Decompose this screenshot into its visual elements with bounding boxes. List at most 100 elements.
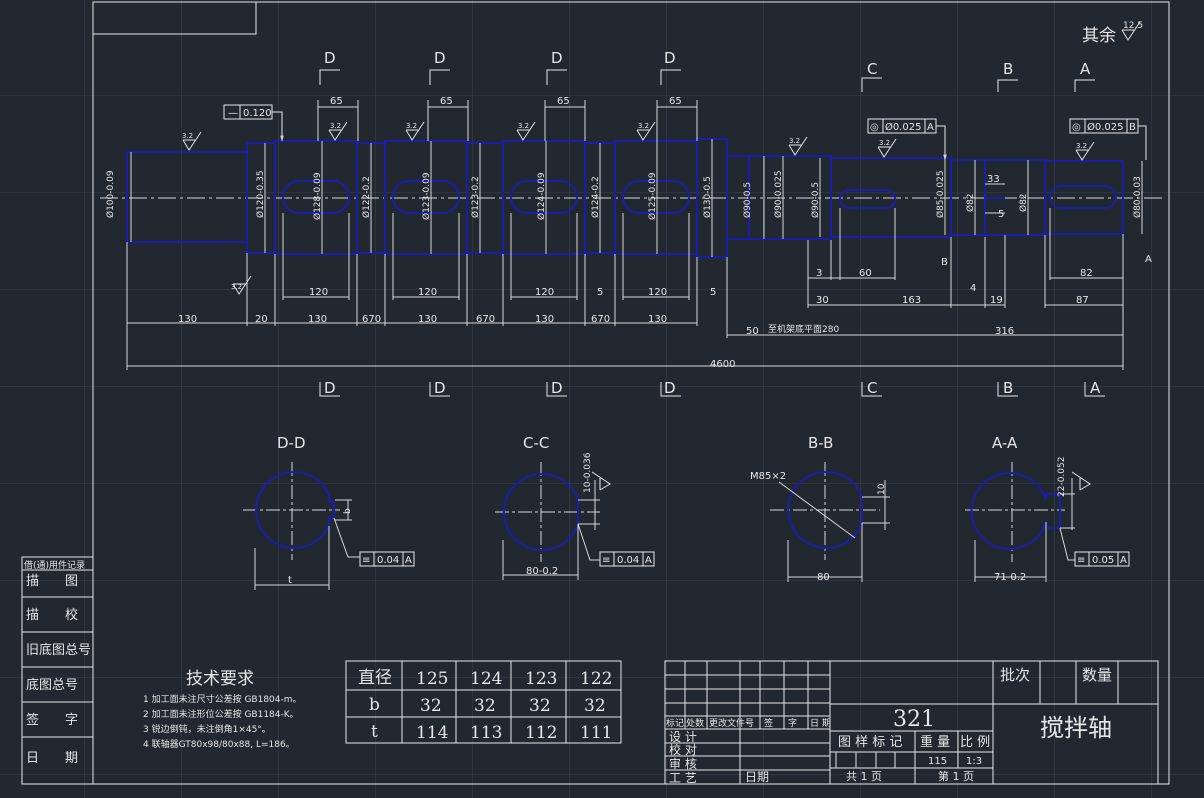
svg-text:0.04: 0.04 xyxy=(377,555,399,566)
dia-122: Ø122-0.2 xyxy=(361,176,372,218)
key-th-1: 125 xyxy=(416,669,448,689)
scale-value: 1:3 xyxy=(966,756,982,767)
dim-lower-130a: 130 xyxy=(178,314,197,325)
dim-total: 4600 xyxy=(710,359,735,370)
marker-Bb: B xyxy=(1003,379,1013,397)
dia-90c: Ø90-0.5 xyxy=(810,182,821,218)
shaft xyxy=(100,138,1165,258)
tech-requirements: 技术要求 1 加工面未注尺寸公差按 GB1804-m。 2 加工面未注形位公差按… xyxy=(143,669,302,750)
key-td-t4: 111 xyxy=(580,723,612,743)
dim-note-280: 至机架底平面280 xyxy=(768,323,839,335)
marker-Ab: A xyxy=(1090,379,1101,397)
keyway-4 xyxy=(622,180,690,214)
tech-req-title: 技术要求 xyxy=(186,669,254,689)
svg-text:C-C: C-C xyxy=(523,434,549,452)
keyway-2 xyxy=(392,180,460,214)
marker-B: B xyxy=(1003,60,1013,78)
key-td-t: t xyxy=(371,722,378,742)
dim-33: 33 xyxy=(987,174,1000,185)
dim-lower-670a: 670 xyxy=(362,314,381,325)
marker-A: A xyxy=(1080,60,1091,78)
dia-100: Ø100-0.09 xyxy=(105,170,116,218)
svg-text:80-0.2: 80-0.2 xyxy=(526,566,558,577)
keyway-1 xyxy=(282,180,350,214)
dia-125: Ø125-0.09 xyxy=(647,172,658,220)
part-name: 搅拌轴 xyxy=(1040,714,1112,742)
svg-text:B-B: B-B xyxy=(808,434,833,452)
svg-text:b: b xyxy=(343,508,353,514)
ra-4: 3.2 xyxy=(518,122,529,130)
dim-lower-670c: 670 xyxy=(591,314,610,325)
left-table-row-1: 描 图 xyxy=(26,574,78,589)
dia-120: Ø120-0.35 xyxy=(255,170,266,218)
dim-3: 3 xyxy=(816,268,822,279)
dim-82: 82 xyxy=(1080,268,1093,279)
rev-mark: 标记 xyxy=(666,717,684,729)
key-table: 直径 125 124 123 122 b 32 32 32 32 t 114 1… xyxy=(345,660,622,744)
tech-req-4: 4 联轴器GT80x98/80x88, L=186。 xyxy=(143,738,295,750)
tech-req-2: 2 加工面未注形位公差按 GB1184-K。 xyxy=(143,708,299,720)
left-table-row-5: 签 字 xyxy=(26,712,78,728)
role-process: 工 艺 xyxy=(669,771,697,785)
dim-keyway-4: 65 xyxy=(669,96,682,107)
dim-50: 50 xyxy=(746,326,759,337)
svg-text:≡: ≡ xyxy=(1077,555,1085,566)
dim-chamfer-1: 5 xyxy=(597,287,603,298)
svg-text:A: A xyxy=(645,555,652,566)
svg-text:10-0.036: 10-0.036 xyxy=(583,452,593,493)
dim-lower-130e: 130 xyxy=(648,314,667,325)
ra-6: 3.2 xyxy=(789,137,800,145)
ra-9: 3.2 xyxy=(231,283,242,291)
dim-lower-20: 20 xyxy=(255,314,268,325)
key-th-0: 直径 xyxy=(358,668,392,688)
svg-text:0.120: 0.120 xyxy=(243,108,272,119)
key-td-b4: 32 xyxy=(584,696,606,716)
dim-keyway-3: 65 xyxy=(557,96,570,107)
left-table-row-0: 借(通)用件记录 xyxy=(24,559,85,571)
col-weight: 重 量 xyxy=(920,734,950,750)
dia-128: Ø128-0.09 xyxy=(312,172,323,220)
marker-D-4: D xyxy=(664,49,676,67)
left-record-table: 借(通)用件记录 描 图 描 校 旧底图总号 底图总号 签 字 日 期 xyxy=(21,556,94,785)
dim-keyway-2: 65 xyxy=(440,96,453,107)
role-check: 校 对 xyxy=(669,742,697,757)
svg-text:D-D: D-D xyxy=(277,434,306,452)
svg-text:71-0.2: 71-0.2 xyxy=(994,572,1026,583)
dim-lower-130c: 130 xyxy=(418,314,437,325)
key-td-t1: 114 xyxy=(416,723,448,743)
dim-keylen-1: 120 xyxy=(309,287,328,298)
section-view-DD: D-D ≡ 0.04 A t b xyxy=(243,434,415,590)
ra-1: 3.2 xyxy=(182,132,193,140)
section-view-BB: B-B M85×2 80 10 xyxy=(750,434,890,583)
dim-87: 87 xyxy=(1076,295,1089,306)
dia-123: Ø123-0.09 xyxy=(421,172,432,220)
svg-text:0.04: 0.04 xyxy=(617,555,639,566)
marker-D-3: D xyxy=(551,49,563,67)
title-block: 标记 处数 更改文件号 签 字 日 期 设 计 校 对 审 核 工 艺 日期 3… xyxy=(664,660,1159,785)
dim-chamfer-2: 5 xyxy=(710,287,716,298)
section-markers: D D D D C B A D D D D C B A xyxy=(319,49,1105,397)
tech-req-3: 3 锐边倒钝，未注倒角1×45°。 xyxy=(143,723,271,735)
dim-316: 316 xyxy=(995,326,1014,337)
dim-5: 5 xyxy=(998,209,1004,220)
dim-4: 4 xyxy=(970,283,976,294)
date-label: 日期 xyxy=(745,770,769,784)
roughness-symbols: 3.2 3.2 3.2 3.2 3.2 3.2 3.2 3.2 3.2 xyxy=(182,121,1095,295)
dimension-texts: 65 65 65 65 120 120 120 120 5 5 130 20 1… xyxy=(178,96,1152,370)
dim-keyway-1: 65 xyxy=(330,96,343,107)
left-table-row-2: 描 校 xyxy=(26,607,78,623)
tolerance-frame-coax-1: ◎ Ø0.025 A xyxy=(867,118,947,161)
material-code: 321 xyxy=(893,707,935,732)
sheet-no: 第 1 页 xyxy=(938,769,974,783)
dim-keylen-4: 120 xyxy=(648,287,667,298)
svg-text:Ø0.025: Ø0.025 xyxy=(885,121,922,133)
left-table-row-6: 日 期 xyxy=(26,751,78,766)
marker-C: C xyxy=(867,60,877,78)
key-td-t2: 113 xyxy=(470,723,502,743)
diameter-labels: Ø100-0.09 Ø120-0.35 Ø128-0.09 Ø122-0.2 Ø… xyxy=(105,170,1143,220)
datum-B-mark: B xyxy=(941,257,948,268)
rev-count: 处数 xyxy=(686,717,704,729)
svg-text:22-0.052: 22-0.052 xyxy=(1057,457,1067,497)
key-td-b: b xyxy=(369,695,380,715)
